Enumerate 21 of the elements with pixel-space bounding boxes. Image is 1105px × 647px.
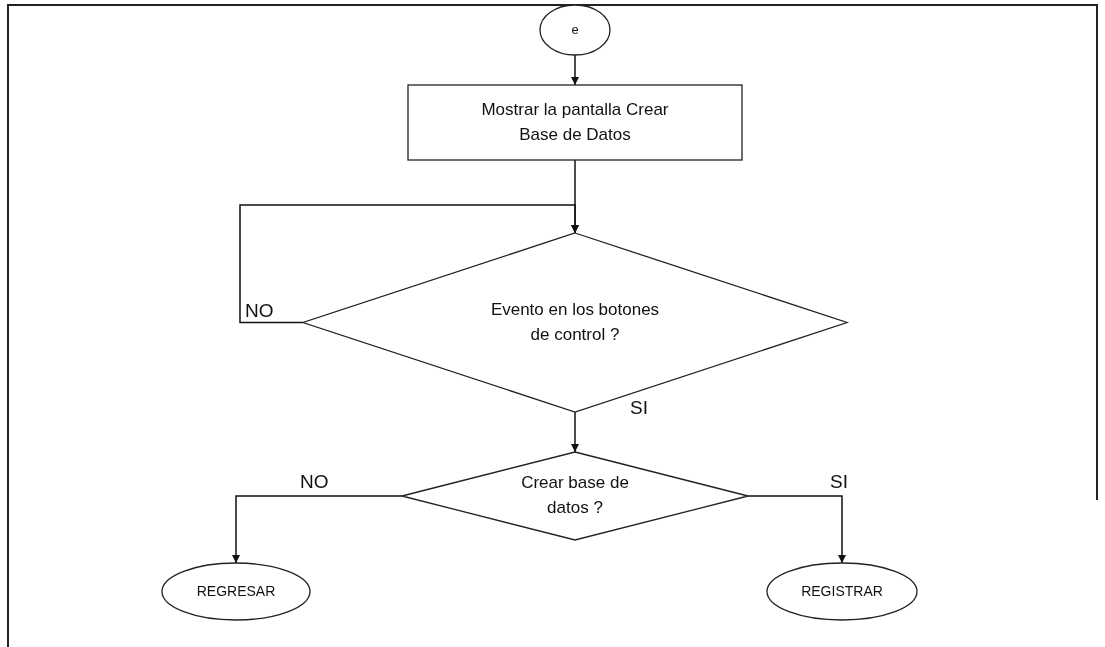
arrow — [571, 54, 579, 86]
arrow — [571, 411, 579, 453]
process-box — [408, 85, 742, 160]
node-text: REGRESAR — [195, 582, 277, 602]
terminal-oval — [540, 5, 610, 55]
node-text: Evento en los botones de control ? — [490, 298, 660, 346]
terminal-oval — [162, 563, 310, 620]
edge-label: NO — [245, 300, 274, 322]
edge-label: SI — [630, 397, 648, 419]
node-text: Mostrar la pantalla Crear Base de Datos — [480, 98, 670, 146]
arrow — [747, 495, 846, 564]
decision-diamond — [402, 452, 748, 540]
arrow — [239, 204, 579, 324]
node-text: e — [570, 20, 580, 39]
node-text: Crear base de datos ? — [520, 472, 630, 519]
edge-label: SI — [830, 471, 848, 493]
terminal-oval — [767, 563, 917, 620]
edge-label: NO — [300, 471, 329, 493]
arrow — [232, 495, 403, 564]
decision-diamond — [303, 233, 847, 412]
node-text: REGISTRAR — [800, 582, 884, 602]
